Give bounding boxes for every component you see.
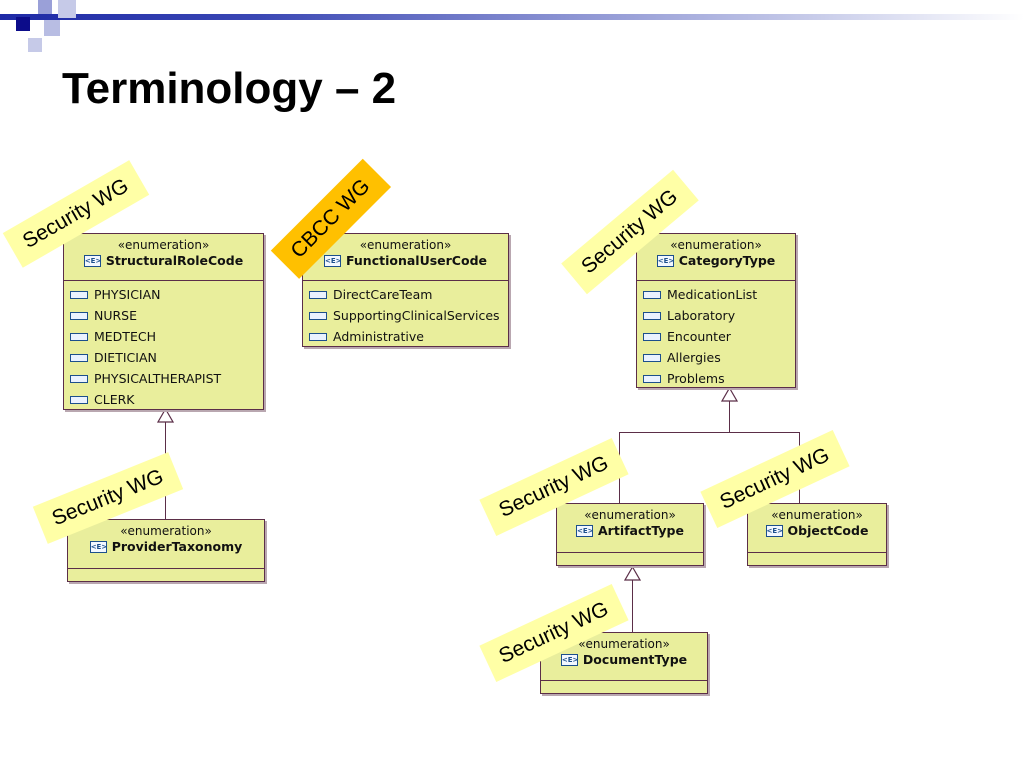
literal-icon	[309, 332, 327, 341]
functionalusercode-enum-box: «enumeration» <E>FunctionalUserCode Dire…	[302, 233, 509, 347]
class-name: CategoryType	[678, 253, 776, 268]
stereotype-label: «enumeration»	[584, 508, 676, 522]
literal-icon	[70, 395, 88, 404]
literal-icon	[70, 353, 88, 362]
stereotype-label: «enumeration»	[117, 238, 210, 252]
enum-literal: CLERK	[64, 389, 263, 410]
stereotype-label: «enumeration»	[578, 637, 670, 651]
categorytype-enum-box: «enumeration» <E>CategoryType Medication…	[636, 233, 796, 388]
header-square-decoration	[28, 38, 42, 52]
literal-icon	[309, 290, 327, 299]
header-square-decoration	[44, 20, 60, 36]
generalization-arrowhead	[157, 408, 174, 423]
literal-icon	[643, 374, 661, 383]
enumeration-icon: <E>	[560, 653, 579, 666]
structuralrolecode-enum-box: «enumeration» <E>StructuralRoleCode PHYS…	[63, 233, 264, 410]
enum-literal: Allergies	[637, 347, 795, 368]
enum-literal: SupportingClinicalServices	[303, 305, 508, 326]
objectcode-enum-box: «enumeration» <E>ObjectCode	[747, 503, 887, 566]
literal-icon	[70, 374, 88, 383]
enum-literal: Encounter	[637, 326, 795, 347]
stereotype-label: «enumeration»	[670, 238, 762, 252]
header-square-decoration	[16, 17, 30, 31]
class-name: ArtifactType	[598, 523, 684, 538]
enum-literal: NURSE	[64, 305, 263, 326]
literal-icon	[70, 332, 88, 341]
documenttype-enum-box: «enumeration» <E>DocumentType	[540, 632, 708, 694]
enumeration-icon: <E>	[83, 254, 102, 267]
generalization-arrowhead	[624, 566, 641, 581]
enum-literal: Administrative	[303, 326, 508, 347]
enum-literal: MEDTECH	[64, 326, 263, 347]
enumeration-icon: <E>	[576, 524, 594, 537]
enumeration-icon: <E>	[656, 254, 675, 267]
header-square-decoration	[38, 0, 52, 14]
class-name: FunctionalUserCode	[345, 253, 487, 268]
generalization-arrowhead	[721, 387, 738, 402]
literal-icon	[643, 353, 661, 362]
generalization-line	[619, 432, 800, 433]
enum-literal: DirectCareTeam	[303, 284, 508, 305]
providertaxonomy-enum-box: «enumeration» <E>ProviderTaxonomy	[67, 519, 265, 582]
literal-icon	[643, 290, 661, 299]
class-name: StructuralRoleCode	[105, 253, 244, 268]
enumeration-icon: <E>	[765, 524, 784, 537]
enum-literal: MedicationList	[637, 284, 795, 305]
slide-title: Terminology – 2	[62, 64, 397, 113]
artifacttype-enum-box: «enumeration» <E> ArtifactType	[556, 503, 704, 566]
enumeration-icon: <E>	[89, 540, 108, 553]
enum-literal: PHYSICIAN	[64, 284, 263, 305]
literal-icon	[643, 311, 661, 320]
class-name: ObjectCode	[787, 523, 869, 538]
header-square-decoration	[58, 0, 76, 18]
stereotype-label: «enumeration»	[771, 508, 863, 522]
class-name: ProviderTaxonomy	[111, 539, 243, 554]
enum-literal: PHYSICALTHERAPIST	[64, 368, 263, 389]
enumeration-icon: <E>	[323, 254, 342, 267]
literal-icon	[643, 332, 661, 341]
enum-literal: Problems	[637, 368, 795, 389]
generalization-line	[729, 401, 730, 432]
stereotype-label: «enumeration»	[359, 238, 452, 252]
literal-icon	[70, 290, 88, 299]
enum-literal: DIETICIAN	[64, 347, 263, 368]
literal-icon	[309, 311, 327, 320]
class-name: DocumentType	[582, 652, 688, 667]
literal-icon	[70, 311, 88, 320]
enum-literal: Laboratory	[637, 305, 795, 326]
generalization-line	[632, 580, 633, 632]
stereotype-label: «enumeration»	[120, 524, 212, 538]
header-gradient-bar	[0, 14, 1024, 20]
